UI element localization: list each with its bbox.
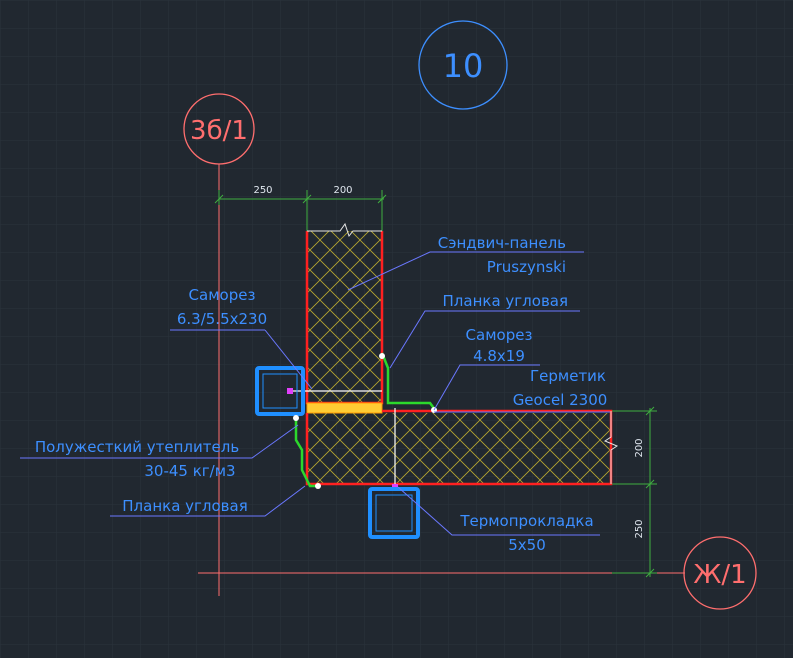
dim-top-right: 200 (333, 185, 352, 196)
label-thermal-pad-2: 5х50 (508, 536, 546, 554)
label-screw-left-2: 6.3/5.5х230 (177, 310, 267, 328)
dim-top-left: 250 (253, 185, 272, 196)
label-sealant-1: Герметик (530, 367, 606, 385)
steel-column-bottom (368, 487, 420, 539)
label-screw-left-1: Саморез (189, 286, 256, 304)
grid-axis-horizontal: Ж/1 (198, 536, 757, 610)
dim-right-lower: 250 (634, 519, 645, 538)
steel-column-left (255, 366, 305, 416)
screw-long (287, 388, 382, 394)
corner-strip-inner (294, 419, 318, 488)
grid-ref-horizontal: Ж/1 (693, 560, 746, 590)
detail-number: 10 (443, 47, 484, 85)
label-sandwich-panel-2: Pruszynski (487, 258, 566, 276)
label-sandwich-panel-1: Сэндвич-панель (438, 234, 566, 252)
label-corner-strip-bottom: Планка угловая (122, 497, 247, 515)
dim-right-upper: 200 (634, 438, 645, 457)
label-insulation-2: 30-45 кг/м3 (144, 462, 235, 480)
screw-vertical (392, 408, 398, 490)
dimension-right (612, 406, 657, 578)
label-corner-strip-top: Планка угловая (443, 292, 568, 310)
corner-strip-outer (380, 352, 437, 412)
sandwich-panel-vertical (305, 222, 384, 405)
fastener-dots (293, 353, 437, 489)
label-sealant-2: Geocel 2300 (513, 391, 608, 409)
grid-ref-vertical: 3б/1 (190, 116, 248, 146)
label-thermal-pad-1: Термопрокладка (459, 512, 593, 530)
leader-lines (20, 251, 610, 536)
sandwich-panel-horizontal (305, 409, 619, 486)
label-insulation-1: Полужесткий утеплитель (35, 438, 239, 456)
grid-axis-vertical: 3б/1 (183, 93, 255, 596)
dimension-top (214, 190, 387, 232)
label-screw-right-2: 4.8х19 (473, 347, 525, 365)
semi-rigid-insulation (306, 402, 383, 414)
label-screw-right-1: Саморез (466, 326, 533, 344)
detail-marker: 10 (418, 20, 508, 110)
